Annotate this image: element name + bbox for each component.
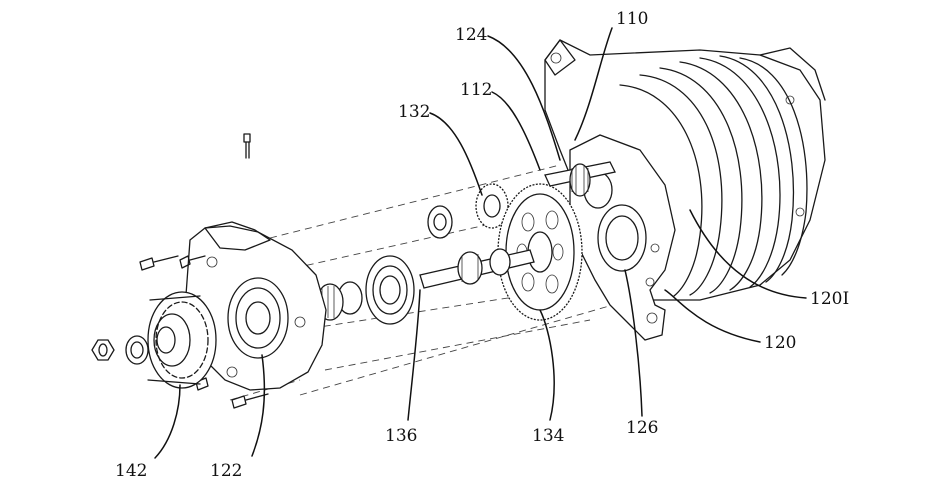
- ref-142: 142: [115, 461, 147, 481]
- sprocket-142: [147, 291, 217, 389]
- gear-132: [475, 183, 509, 229]
- output-shaft-136: [419, 248, 535, 289]
- large-gear-134: [497, 183, 583, 321]
- ref-120I: 120I: [810, 289, 849, 309]
- ref-110: 110: [616, 9, 648, 29]
- ref-120: 120: [764, 333, 796, 353]
- ref-136: 136: [385, 426, 417, 446]
- ref-122: 122: [210, 461, 242, 481]
- ref-112: 112: [460, 80, 492, 100]
- reference-numerals: 110 124 112 132 120I 120 126 134 136 122…: [115, 9, 849, 481]
- input-shaft-112: [544, 161, 616, 197]
- leader-lines: [154, 27, 807, 459]
- ref-124: 124: [455, 25, 487, 45]
- seal-rings: [316, 281, 363, 321]
- cooling-fins: [619, 55, 808, 297]
- ref-126: 126: [626, 418, 658, 438]
- ref-132: 132: [398, 102, 430, 122]
- end-plate-120: [569, 134, 676, 341]
- washer-and-nut: [91, 335, 149, 365]
- ref-134: 134: [532, 426, 564, 446]
- bearing-output: [365, 255, 415, 325]
- bolts: [139, 133, 269, 409]
- bearing-upper: [427, 205, 453, 239]
